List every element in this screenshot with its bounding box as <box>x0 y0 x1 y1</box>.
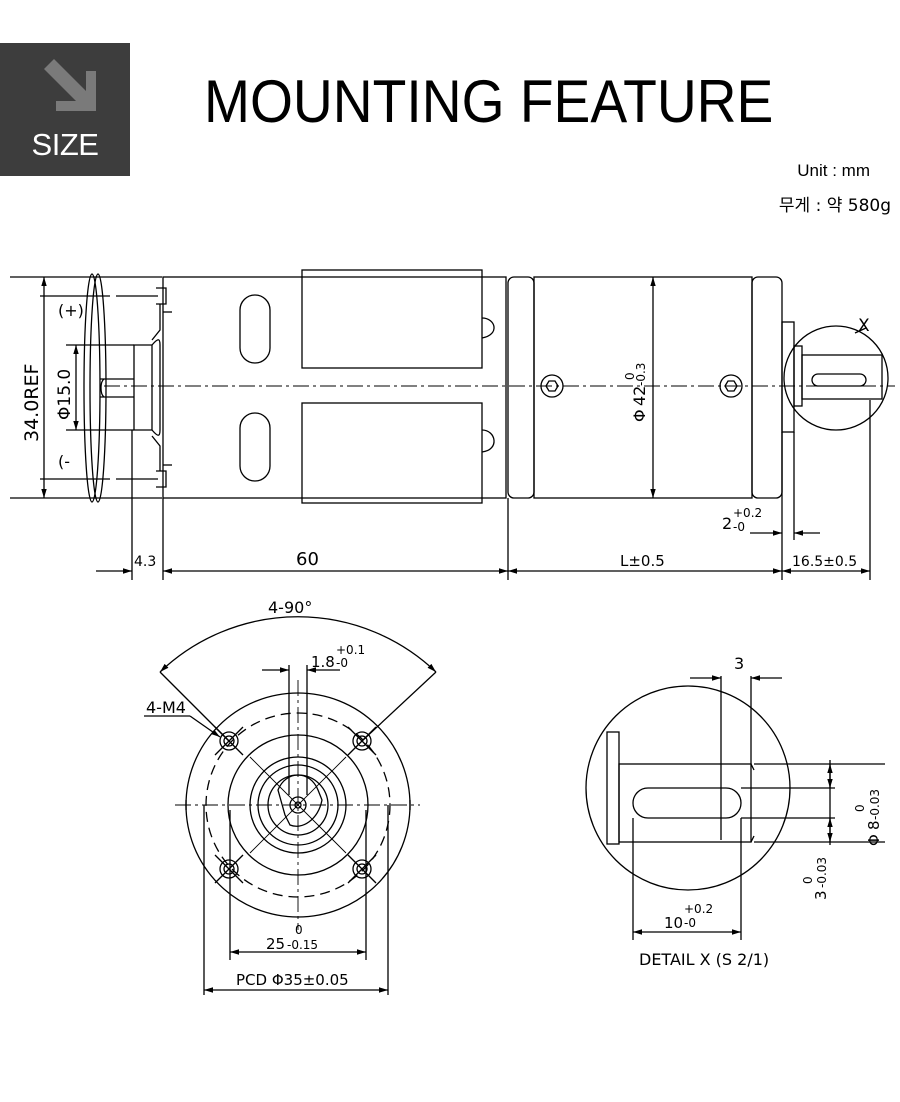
dim-key-main: 10 <box>664 914 683 932</box>
dim-body-prefix: Φ <box>630 409 649 422</box>
size-badge-label: SIZE <box>31 127 99 162</box>
dim-shaft-tol-bottom: -0.03 <box>868 789 882 820</box>
dim-pcd-label: PCD Φ35±0.05 <box>236 971 349 989</box>
page-title: MOUNTING FEATURE <box>204 68 774 135</box>
size-badge: SIZE <box>0 43 130 176</box>
side-view-labels: 34.0REF Φ15.0 (+) (- Φ 42 0 -0.3 X 2 +0.… <box>21 301 870 570</box>
arrow-down-right-icon <box>44 59 96 111</box>
dim-gearbox-label: L±0.5 <box>620 552 665 570</box>
dim-shaft-tol-top: 0 <box>853 804 867 812</box>
dim-step-tol-top: +0.2 <box>733 506 762 520</box>
dim-step-tol-bottom: -0 <box>733 520 745 534</box>
dim-body-main: 42 <box>630 386 649 406</box>
detail-view-labels: 3 Φ 8 0 -0.03 3 0 -0.03 10 +0.2 -0 DETAI… <box>639 654 883 969</box>
dim-shaft-prefix: Φ <box>865 834 883 846</box>
unit-label: Unit : mm <box>797 161 870 180</box>
weight-label: 무게 : 약 580g <box>778 196 891 216</box>
dim-diameter-inner-label: Φ15.0 <box>55 369 75 420</box>
minus-terminal-label: (- <box>58 452 70 471</box>
dim-holes-label: 4-M4 <box>146 698 186 717</box>
dim-flat-main: 3 <box>812 890 830 900</box>
dim-key-tol-bottom: -0 <box>684 916 696 930</box>
side-view <box>10 269 895 580</box>
detail-caption: DETAIL X (S 2/1) <box>639 950 769 969</box>
dim-angle-label: 4-90° <box>268 598 312 617</box>
callout-x: X <box>858 316 870 336</box>
dim-body-tol-top: 0 <box>623 372 637 380</box>
dim-shaft-main: 8 <box>865 820 883 830</box>
dim-pilot-tol-bottom: -0.15 <box>287 938 318 952</box>
dim-key-tol-top: +0.2 <box>684 902 713 916</box>
dim-pilot-main: 25 <box>266 935 285 953</box>
front-view <box>144 616 437 995</box>
dim-slot-tol-top: +0.1 <box>336 643 365 657</box>
dim-step-main: 2 <box>722 514 732 533</box>
dim-shaft-label: 16.5±0.5 <box>792 554 857 570</box>
dim-slot-tol-bottom: -0 <box>336 656 348 670</box>
dim-slot-main: 1.8 <box>311 653 335 671</box>
front-view-labels: 4-90° 1.8 +0.1 -0 4-M4 0 25 -0.15 PCD Φ3… <box>146 598 365 989</box>
detail-view <box>585 675 885 940</box>
dim-pilot-tol-top: 0 <box>295 923 303 937</box>
plus-terminal-label: (+) <box>58 301 84 320</box>
dim-motor-label: 60 <box>296 549 319 570</box>
dim-body-tol-bottom: -0.3 <box>634 363 648 386</box>
dim-flat-tol-bottom: -0.03 <box>815 857 829 888</box>
dim-left-label: 4.3 <box>134 554 156 570</box>
dim-ref-label: 34.0REF <box>21 364 43 442</box>
dim-key-offset-label: 3 <box>734 654 744 673</box>
dim-flat-tol-top: 0 <box>801 876 815 884</box>
